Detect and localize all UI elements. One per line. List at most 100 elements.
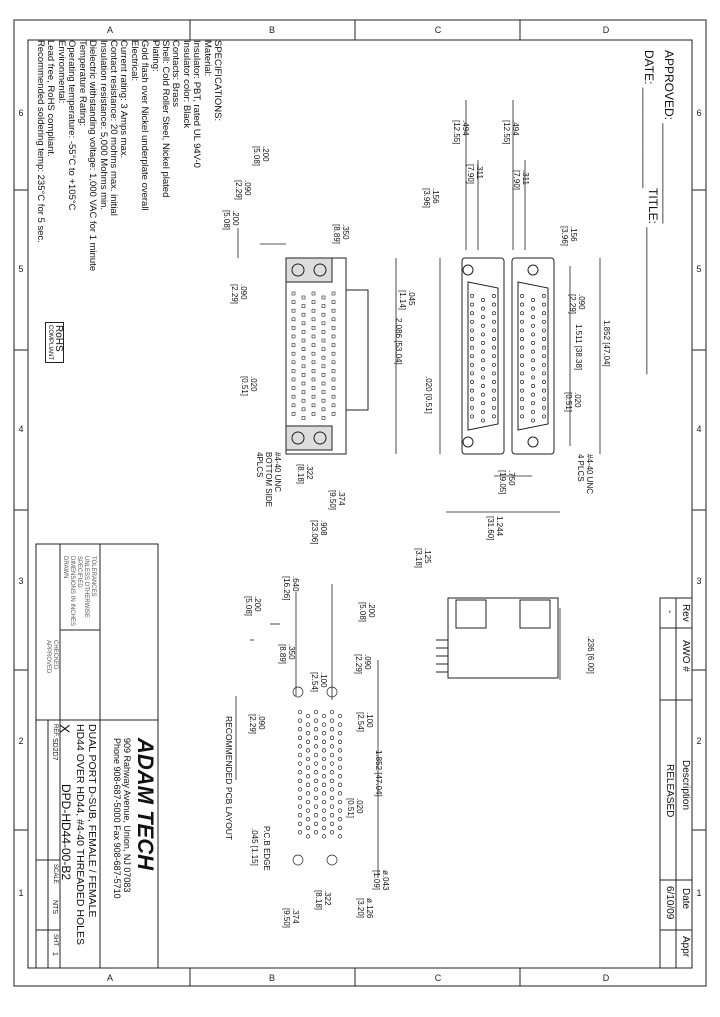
units-mark: X bbox=[57, 724, 73, 734]
dim-label: 2.086 [53.04] bbox=[394, 318, 403, 365]
pcb-hole bbox=[329, 727, 335, 732]
dim-label: .020 [0.51] bbox=[424, 376, 433, 414]
dim-label: .156[3.96] bbox=[422, 188, 440, 209]
pcb-hole bbox=[313, 787, 319, 792]
company-contact: 909 Rahway Avenue, Union, NJ 07083 Phone… bbox=[112, 738, 132, 899]
spec-line: Insulation resistance: 5,000 Mohms min. bbox=[97, 40, 109, 211]
solder-tail bbox=[321, 347, 326, 351]
description-header: Description bbox=[680, 760, 691, 811]
dim-label: .020[0.51] bbox=[564, 392, 582, 413]
pcb-hole bbox=[313, 804, 319, 809]
pcb-hole bbox=[337, 756, 343, 762]
contact-pin bbox=[470, 380, 474, 384]
pcb-hole bbox=[297, 752, 303, 758]
contact-pin bbox=[481, 418, 485, 423]
contact-pin bbox=[492, 337, 496, 341]
dim-label: .100[2.54] bbox=[310, 672, 328, 693]
dim-label: 1.852 [47.04] bbox=[602, 320, 611, 367]
contact-pin bbox=[531, 375, 535, 380]
pcb-hole bbox=[297, 795, 303, 801]
solder-tail bbox=[331, 300, 336, 304]
spec-line: Insulator color: Black bbox=[180, 40, 192, 129]
solder-tail bbox=[321, 407, 326, 412]
upper-screw-hole-bottom bbox=[527, 436, 539, 448]
approval-notes: CHECKED APPROVED bbox=[45, 640, 58, 674]
company-address: 909 Rahway Avenue, Union, NJ 07083 bbox=[122, 738, 132, 893]
solder-tail bbox=[311, 394, 316, 399]
mounting-hole bbox=[326, 854, 338, 866]
zone-number: 6 bbox=[18, 108, 23, 118]
part-description: DUAL PORT D-SUB, FEMALE / FEMALE HD44 OV… bbox=[74, 724, 98, 945]
contact-pin bbox=[520, 405, 524, 410]
contact-pin bbox=[520, 362, 524, 367]
spec-line: Recommended soldering temp: 235°C for 5 … bbox=[35, 40, 47, 243]
spec-line: Temperature Rating: bbox=[76, 40, 88, 127]
pcb-hole bbox=[297, 813, 303, 818]
contact-pin bbox=[481, 366, 485, 371]
pcb-hole bbox=[321, 722, 327, 727]
contact-pin bbox=[531, 418, 535, 423]
contact-pin bbox=[531, 366, 535, 371]
dim-label: .090[2.29] bbox=[568, 294, 586, 315]
ref-value: SD2D7 bbox=[51, 738, 58, 761]
dim-label: 1.511 [38.38] bbox=[574, 324, 583, 371]
contact-pin bbox=[470, 311, 474, 316]
pcb-hole bbox=[321, 782, 327, 787]
contact-pin bbox=[542, 337, 546, 341]
approved-line: APPROVED: _______________ bbox=[662, 50, 676, 224]
pcb-hole bbox=[305, 808, 311, 813]
solder-tail bbox=[291, 326, 296, 330]
contact-pin bbox=[492, 311, 496, 316]
solder-tail bbox=[311, 308, 316, 313]
pcb-hole bbox=[297, 718, 303, 723]
rohs-label: RoHS bbox=[53, 325, 64, 352]
contact-pin bbox=[531, 392, 535, 397]
contact-pin bbox=[520, 311, 524, 316]
contact-pin bbox=[531, 384, 535, 388]
contact-pin bbox=[470, 354, 474, 359]
solder-tail bbox=[291, 377, 296, 382]
solder-tail bbox=[321, 390, 326, 394]
dim-label: .494[12.55] bbox=[452, 120, 470, 145]
lower-screw-hole-bottom bbox=[462, 436, 474, 448]
contact-pin bbox=[492, 354, 496, 359]
sheet-value: 1 bbox=[51, 952, 58, 956]
solder-tail bbox=[301, 416, 306, 420]
description-line-2: HD44 OVER HD44, #4-40 THREADED HOLES bbox=[74, 724, 86, 945]
contact-pin bbox=[542, 405, 546, 410]
contact-pin bbox=[520, 388, 524, 393]
dim-label: ø.043[1.09] bbox=[372, 870, 390, 891]
solder-tail bbox=[301, 338, 306, 343]
contact-pin bbox=[520, 371, 524, 376]
dim-label: .156[3.96] bbox=[560, 226, 578, 247]
solder-tail bbox=[321, 381, 326, 386]
zone-letter: B bbox=[269, 25, 275, 35]
appr-header: Appr bbox=[680, 936, 691, 958]
solder-tail bbox=[311, 300, 316, 304]
contact-pin bbox=[470, 405, 474, 410]
zone-number: 4 bbox=[18, 424, 23, 434]
contact-pin bbox=[542, 345, 546, 350]
pcb-hole bbox=[329, 795, 335, 801]
solder-tail bbox=[311, 412, 316, 416]
dim-label: .090[2.29] bbox=[230, 284, 248, 305]
pcb-hole bbox=[329, 813, 335, 818]
pcb-hole bbox=[321, 791, 327, 796]
spec-line: Material: bbox=[201, 40, 213, 77]
pcb-hole bbox=[337, 748, 343, 753]
pcb-hole bbox=[305, 713, 311, 719]
contact-pin bbox=[481, 341, 485, 345]
pcb-hole bbox=[297, 770, 303, 775]
pcb-hole bbox=[337, 808, 343, 813]
dim-label: .200[5.08] bbox=[244, 596, 262, 617]
solder-tail bbox=[291, 369, 296, 373]
solder-tail bbox=[311, 326, 316, 330]
solder-tail bbox=[311, 369, 316, 373]
pcb-hole bbox=[321, 713, 327, 719]
contact-pin bbox=[470, 319, 474, 324]
front-pins bbox=[470, 294, 546, 423]
solder-tail bbox=[311, 403, 316, 408]
pcb-hole bbox=[329, 752, 335, 758]
contact-pin bbox=[542, 294, 546, 298]
